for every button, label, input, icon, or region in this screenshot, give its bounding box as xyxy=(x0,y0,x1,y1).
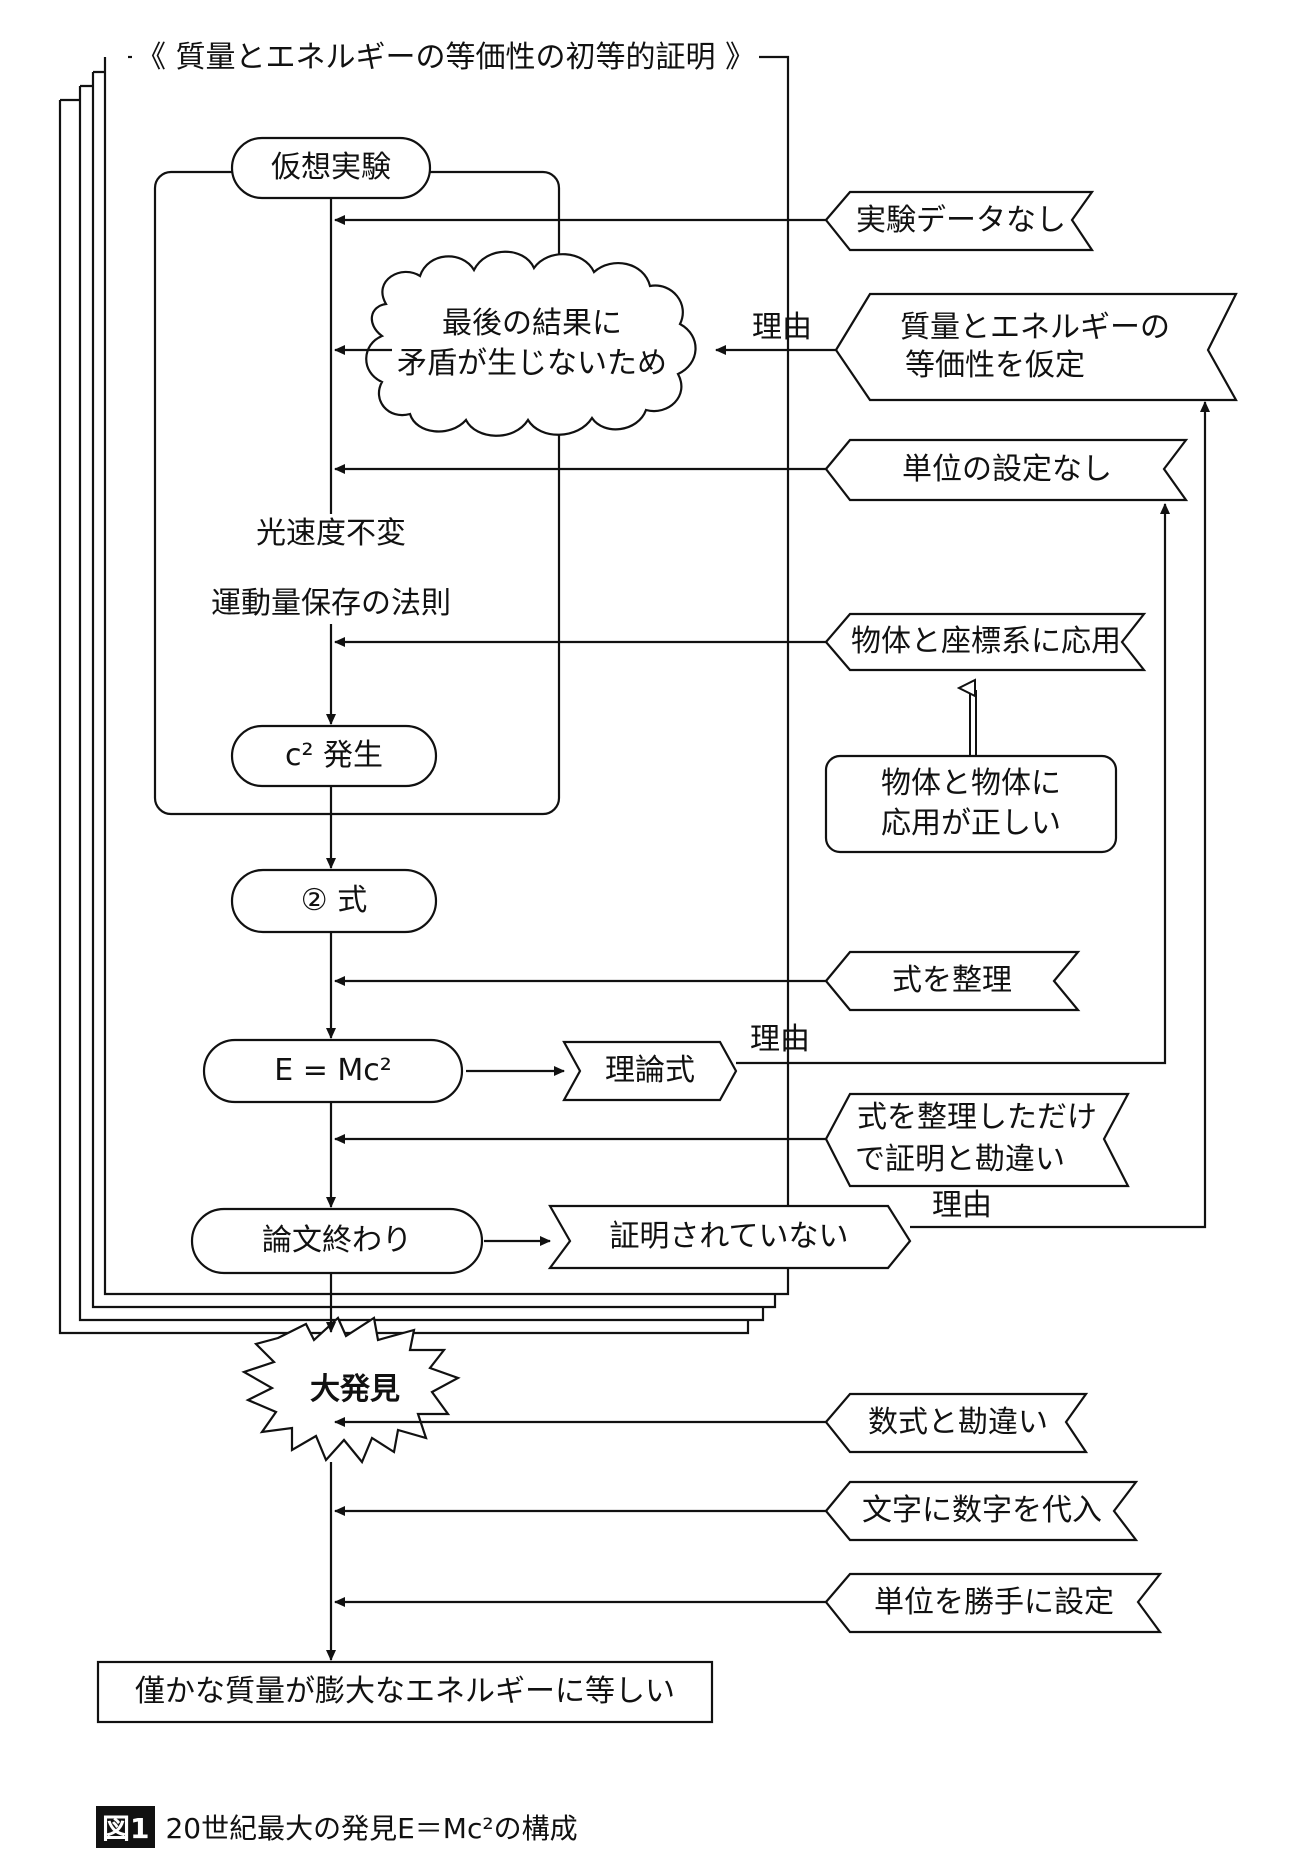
figure-tag: 図1 xyxy=(96,1806,156,1848)
label-discovery: 大発見 xyxy=(310,1371,400,1407)
note-obj-obj-box xyxy=(824,754,1118,854)
note-no-data: 実験データなし xyxy=(856,202,1066,238)
flag-no-unit xyxy=(824,438,1189,502)
flag-no-data xyxy=(824,190,1095,252)
note-obj-line2: 応用が正しい xyxy=(881,805,1061,841)
flag-theory xyxy=(562,1040,738,1102)
label-emc2: E = Mc² xyxy=(274,1052,392,1088)
reason-label-2: 理由 xyxy=(750,1021,810,1057)
label-eq2: ② 式 xyxy=(300,882,368,918)
flag-arrange xyxy=(824,950,1081,1012)
note-unit-arbitrary: 単位を勝手に設定 xyxy=(874,1584,1114,1620)
reason-label-1: 理由 xyxy=(752,309,812,345)
reason-label-3: 理由 xyxy=(932,1187,992,1223)
note-misunder-line1: 式を整理しただけ xyxy=(857,1099,1097,1135)
figure-caption: 図1 20世紀最大の発見E＝Mc²の構成 xyxy=(96,1806,578,1848)
note-unproven: 証明されていない xyxy=(609,1218,849,1254)
label-momentum: 運動量保存の法則 xyxy=(196,584,466,624)
note-apply: 物体と座標系に応用 xyxy=(851,623,1121,659)
label-final: 僅かな質量が膨大なエネルギーに等しい xyxy=(135,1673,675,1709)
label-light-speed: 光速度不変 xyxy=(220,514,442,554)
note-assume-line1: 質量とエネルギーの xyxy=(900,309,1170,345)
note-misunder-line2: で証明と勘違い xyxy=(855,1141,1065,1177)
node-final xyxy=(96,1660,714,1724)
node-eq2 xyxy=(230,868,438,934)
flag-apply xyxy=(824,612,1147,672)
flag-assume xyxy=(834,292,1238,402)
flag-substitute xyxy=(824,1480,1139,1542)
flag-num-misunder xyxy=(824,1392,1089,1454)
note-assume-line2: 等価性を仮定 xyxy=(905,347,1085,383)
label-cloud-line2: 矛盾が生じないため xyxy=(397,345,667,381)
note-obj-line1: 物体と物体に xyxy=(881,765,1061,801)
diagram-title: 《 質量とエネルギーの等価性の初等的証明 》 xyxy=(132,38,760,78)
label-paper-end: 論文終わり xyxy=(262,1222,412,1258)
note-arrange: 式を整理 xyxy=(892,962,1012,998)
stacked-frames xyxy=(58,55,790,1335)
starburst-shape xyxy=(241,1316,461,1465)
node-paper-end xyxy=(190,1207,484,1275)
figure-caption-text: 20世紀最大の発見E＝Mc²の構成 xyxy=(165,1812,578,1845)
flag-unit-arbitrary xyxy=(824,1572,1163,1634)
note-no-unit: 単位の設定なし xyxy=(902,451,1112,487)
label-cloud-line1: 最後の結果に xyxy=(442,305,622,341)
note-theory: 理論式 xyxy=(605,1052,695,1088)
node-emc2 xyxy=(202,1038,464,1104)
cloud-shape xyxy=(365,250,697,437)
label-c2: c² 発生 xyxy=(284,737,384,773)
node-c2 xyxy=(230,724,438,788)
flag-misunder xyxy=(824,1092,1130,1188)
note-substitute: 文字に数字を代入 xyxy=(862,1492,1102,1528)
note-num-misunder: 数式と勘違い xyxy=(868,1404,1048,1440)
flag-unproven xyxy=(547,1204,912,1270)
label-thought-experiment: 仮想実験 xyxy=(271,149,391,185)
